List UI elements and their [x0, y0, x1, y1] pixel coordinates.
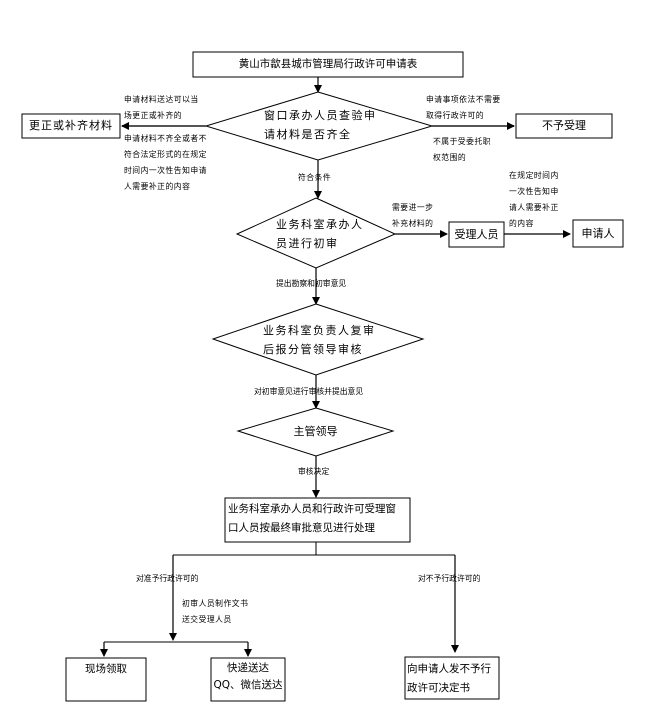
express-delivery-line-1: 快递送达: [227, 662, 269, 674]
edge-label-line: 取得行政许可的: [426, 111, 485, 120]
edge-label-line: 需要进一步: [392, 203, 434, 212]
re-review-label: 业务科室负责人复审 后报分管领导审核: [263, 321, 376, 359]
edge-label-line: 的内容: [509, 219, 534, 228]
edge-label-to-reject-bottom: 不属于受委托职 权范围的: [433, 134, 491, 166]
edge-label-line: 人需要补正的内容: [124, 182, 191, 191]
rejection-notice-box: [404, 656, 500, 700]
leader-label: 主管领导: [293, 425, 338, 438]
edge-label-line: 在规定时间内: [509, 171, 559, 180]
final-process-line-2: 口人员按最终审批意见进行处理: [228, 522, 375, 534]
initial-review-label: 业务科室承办人 员进行初审: [276, 215, 364, 253]
edge-label-line: 送交受理人员: [182, 615, 232, 624]
edge-label-grant-permit: 对准予行政许可的: [136, 574, 199, 583]
window-check-line-2: 请材料是否齐全: [264, 128, 352, 141]
correct-materials-label: 更正或补齐材料: [29, 119, 113, 132]
edge-label-line: 不属于受委托职: [433, 137, 492, 146]
initial-review-line-2: 员进行初审: [276, 237, 339, 250]
final-process-line-1: 业务科室承办人员和行政许可受理窗: [228, 503, 396, 515]
applicant-label: 申请人: [581, 227, 615, 240]
edge-label-line: 申请材料不齐全或者不: [124, 134, 207, 143]
final-process-label: 业务科室承办人员和行政许可受理窗 口人员按最终审批意见进行处理: [228, 500, 396, 538]
edge-label-line: 时间内一次性告知申请: [124, 166, 207, 175]
re-review-line-2: 后报分管领导审核: [263, 343, 363, 356]
applicant-box: [572, 219, 624, 248]
edge-label-notify-applicant: 在规定时间内 一次性告知申 请人需要补正 的内容: [509, 168, 559, 232]
edge-label-line: 初审人员制作文书: [182, 599, 249, 608]
not-accepted-label: 不予受理: [542, 119, 586, 132]
express-delivery-label: 快递送达 QQ、微信送达: [211, 660, 285, 694]
receiver-label: 受理人员: [454, 228, 499, 241]
edge-label-deny-permit: 对不予行政许可的: [418, 574, 481, 583]
edge-label-line: 申请事项依法不需要: [426, 95, 501, 104]
edge-label-line: 场更正或补齐的: [124, 111, 183, 120]
edge-label-review-decision: 审核决定: [298, 467, 330, 476]
initial-review-line-1: 业务科室承办人: [276, 218, 364, 231]
edge-label-line: 请人需要补正: [509, 203, 559, 212]
edge-label-to-reject-top: 申请事项依法不需要 取得行政许可的: [426, 92, 501, 124]
edge-label-to-correct-bottom: 申请材料不齐全或者不 符合法定形式的在规定 时间内一次性告知申请 人需要补正的内…: [124, 131, 207, 195]
window-check-line-1: 窗口承办人员查验申: [264, 109, 377, 122]
rejection-notice-line-1: 向申请人发不予行: [407, 663, 491, 675]
edge-label-line: 权范围的: [433, 153, 467, 162]
start-label: 黄山市歙县城市管理局行政许可申请表: [238, 58, 418, 70]
edge-label-review-opinion: 对初审意见进行审核并提出意见: [254, 387, 364, 396]
onsite-pickup-label: 现场领取: [85, 663, 127, 675]
edge-label-survey-opinion: 提出勘察和初审意见: [276, 279, 347, 288]
onsite-pickup-box: [65, 657, 147, 702]
express-delivery-line-2: QQ、微信送达: [213, 679, 283, 691]
edge-label-to-correct-top: 申请材料送达可以当 场更正或补齐的: [124, 92, 199, 124]
edge-label-line: 补充材料的: [392, 219, 434, 228]
edge-label-line: 申请材料送达可以当: [124, 95, 199, 104]
edge-label-need-supplement: 需要进一步 补充材料的: [392, 200, 433, 232]
receiver-box: [448, 221, 505, 248]
rejection-notice-label: 向申请人发不予行 政许可决定书: [407, 660, 491, 698]
re-review-line-1: 业务科室负责人复审: [263, 324, 376, 337]
edge-label-make-document: 初审人员制作文书 送交受理人员: [182, 596, 248, 628]
not-accepted-box: [515, 113, 613, 139]
start-box: [192, 51, 464, 78]
edge-label-meets-conditions: 符合条件: [298, 173, 332, 182]
edge-label-line: 符合法定形式的在规定: [124, 150, 207, 159]
final-process-box: [224, 497, 411, 543]
window-check-label: 窗口承办人员查验申 请材料是否齐全: [264, 106, 377, 144]
correct-materials-box: [21, 113, 121, 139]
edge-label-line: 一次性告知申: [509, 187, 559, 196]
express-delivery-box: [210, 657, 286, 702]
rejection-notice-line-2: 政许可决定书: [407, 682, 470, 694]
